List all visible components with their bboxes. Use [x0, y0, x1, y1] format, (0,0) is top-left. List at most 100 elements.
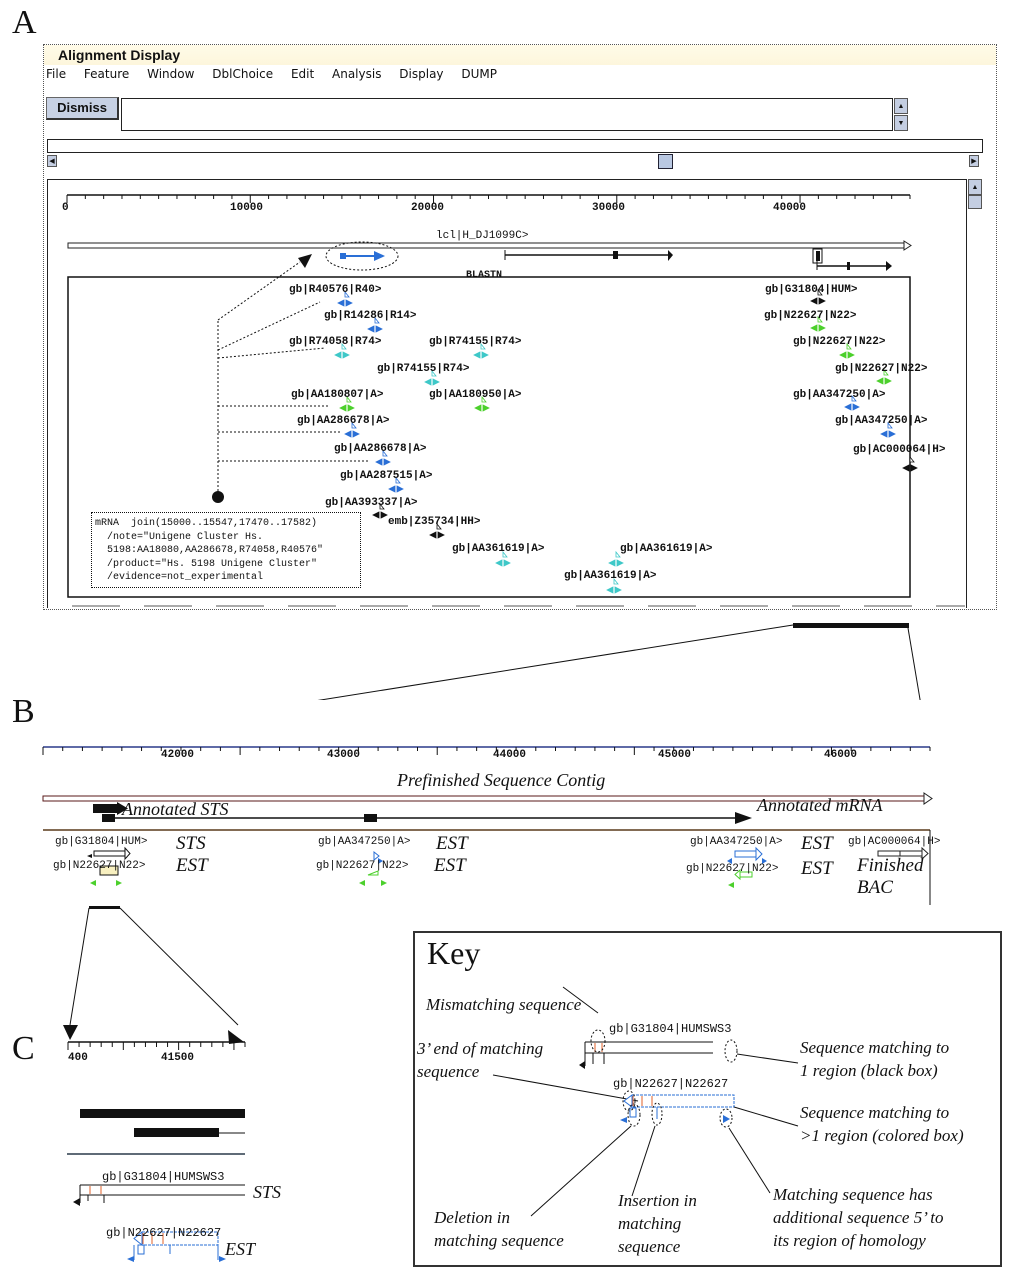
contig-label: lcl|H_DJ1099C>: [436, 230, 529, 242]
hit-label[interactable]: gb|AC000064|H>: [848, 836, 941, 848]
hit-label[interactable]: gb|R74155|R74>: [429, 336, 522, 348]
key-multi-region-label-2: >1 region (colored box): [800, 1126, 964, 1145]
hit-label[interactable]: gb|G31804|HUM>: [55, 836, 148, 848]
key-one-region-label-2: 1 region (black box): [800, 1061, 938, 1080]
panel-label-c: C: [12, 1030, 35, 1067]
menu-analysis[interactable]: Analysis: [332, 67, 382, 81]
hit-glyph-icon: [424, 378, 432, 386]
hit-label[interactable]: gb|N22627|N22>: [53, 860, 146, 872]
horizontal-scroll-thumb[interactable]: [658, 154, 673, 169]
hit-glyph-icon: [396, 485, 404, 493]
axis-b-tick-label: 46000: [824, 749, 858, 761]
hit-glyph-icon: [334, 351, 342, 359]
blue-arrow-right-icon: [762, 858, 767, 864]
hit-glyph-icon: [606, 586, 614, 594]
bac-label: BAC: [857, 877, 893, 898]
hit-label[interactable]: gb|AA347250|A>: [318, 836, 411, 848]
hit-label[interactable]: gb|N22627|N22>: [764, 310, 857, 322]
scroll-left-button[interactable]: ◀: [47, 155, 57, 167]
end-arrow-icon: [579, 1061, 585, 1069]
hit-label[interactable]: gb|AA361619|A>: [564, 570, 657, 582]
hit-label[interactable]: gb|AA347250|A>: [835, 415, 928, 427]
zoom-region-b: [89, 906, 120, 909]
annotation-line: /evidence=not_experimental: [95, 572, 264, 583]
green-arrow-left-icon: [359, 880, 365, 886]
hit-label[interactable]: gb|N22627|N22>: [316, 860, 409, 872]
hit-label[interactable]: gb|N22627|N22>: [793, 336, 886, 348]
menu-dump[interactable]: DUMP: [461, 67, 497, 81]
hit-glyph-icon: [846, 342, 852, 350]
key-sample-hit: gb|N22627|N22627: [613, 1077, 729, 1091]
alignment-display-window: Alignment Display File Feature Window Db…: [43, 44, 997, 610]
mrna-arrow-icon: [374, 251, 385, 261]
hit-label[interactable]: emb|Z35734|HH>: [388, 516, 481, 528]
vertical-scroll-thumb[interactable]: [968, 195, 982, 209]
n22627-b3-arrow-icon: [734, 868, 741, 881]
hit-label[interactable]: gb|N22627|N22>: [835, 363, 928, 375]
hit-label[interactable]: gb|AC000064|H>: [853, 444, 946, 456]
key-graphics: [492, 986, 799, 1217]
hit-label[interactable]: gb|AA286678|A>: [297, 415, 390, 427]
scroll-down-button[interactable]: ▼: [894, 115, 908, 131]
horizontal-scroll-track[interactable]: [47, 139, 983, 153]
key-deletion-label-1: Deletion in: [434, 1208, 511, 1227]
callout-line-2: [217, 301, 321, 351]
scroll-up-button[interactable]: ▲: [894, 98, 908, 114]
g31804-box: [93, 850, 127, 857]
hit-label[interactable]: gb|G31804|HUM>: [765, 284, 858, 296]
message-field[interactable]: [121, 98, 893, 131]
hit-label[interactable]: gb|N22627|N22>: [686, 863, 779, 875]
zoom-region-a: [793, 623, 909, 628]
dismiss-button[interactable]: Dismiss: [46, 97, 119, 120]
aa347250-tip-icon: [378, 858, 383, 864]
menu-window[interactable]: Window: [147, 67, 195, 81]
key-ellipse-insertion: [651, 1102, 663, 1126]
callout-line-3: [217, 347, 326, 359]
hit-label[interactable]: gb|AA286678|A>: [334, 443, 427, 455]
key-deletion-box: [629, 1107, 637, 1118]
menu-file[interactable]: File: [46, 67, 67, 81]
alignment-canvas: [47, 179, 967, 608]
hit-label[interactable]: gb|AA347250|A>: [793, 389, 886, 401]
hit-label[interactable]: gb|AA180807|A>: [291, 389, 384, 401]
mrna-exon-1: [340, 253, 346, 259]
hit-glyph-icon: [876, 377, 884, 385]
menu-display[interactable]: Display: [399, 67, 444, 81]
hit-label[interactable]: gb|AA347250|A>: [690, 836, 783, 848]
hit-label[interactable]: gb|AA287515|A>: [340, 470, 433, 482]
panel-b-graphics: [42, 746, 933, 1026]
hit-glyph-icon: [839, 351, 847, 359]
hit-label[interactable]: gb|AA361619|A>: [620, 543, 713, 555]
hit-type: EST: [225, 1239, 256, 1259]
menu-feature[interactable]: Feature: [83, 67, 130, 81]
hit-label[interactable]: gb|AA180950|A>: [429, 389, 522, 401]
hit-glyph-icon: [339, 404, 347, 412]
canvas-scroll-up-button[interactable]: ▲: [968, 179, 982, 195]
menu-edit[interactable]: Edit: [290, 67, 315, 81]
hit-label[interactable]: gb|R40576|R40>: [289, 284, 382, 296]
hit-glyph-icon: [615, 550, 621, 558]
annotated-sts-arrow-icon: [117, 802, 128, 815]
mrna-exon-b1: [102, 814, 115, 822]
hit-label[interactable]: gb|G31804|HUMSWS3: [102, 1170, 225, 1184]
hit-glyph-icon: [383, 458, 391, 466]
hit-label[interactable]: gb|AA361619|A>: [452, 543, 545, 555]
hit-glyph-icon: [344, 430, 352, 438]
contig-arrow-icon: [903, 240, 912, 251]
hit-label[interactable]: gb|R74155|R74>: [377, 363, 470, 375]
hit-glyph-icon: [480, 342, 486, 350]
n22627-c-box: [141, 1231, 219, 1246]
scroll-right-button[interactable]: ▶: [969, 155, 979, 167]
gene-model-arrow-icon: [668, 250, 673, 261]
menu-bar: File Feature Window DblChoice Edit Analy…: [46, 67, 511, 81]
hit-label[interactable]: gb|N22627|N22627: [106, 1226, 222, 1240]
hit-label[interactable]: gb|R14286|R14>: [324, 310, 417, 322]
menu-dblchoice[interactable]: DblChoice: [212, 67, 274, 81]
hit-label[interactable]: gb|AA393337|A>: [325, 497, 418, 509]
annotated-mrna-arrow-icon: [735, 812, 752, 824]
gene-model-exon: [613, 251, 618, 259]
hit-label[interactable]: gb|R74058|R74>: [289, 336, 382, 348]
axis-b-tick-label: 42000: [161, 749, 195, 761]
hit-glyph-icon: [341, 342, 347, 350]
aa347250-b2-arrow-icon: [755, 846, 763, 862]
